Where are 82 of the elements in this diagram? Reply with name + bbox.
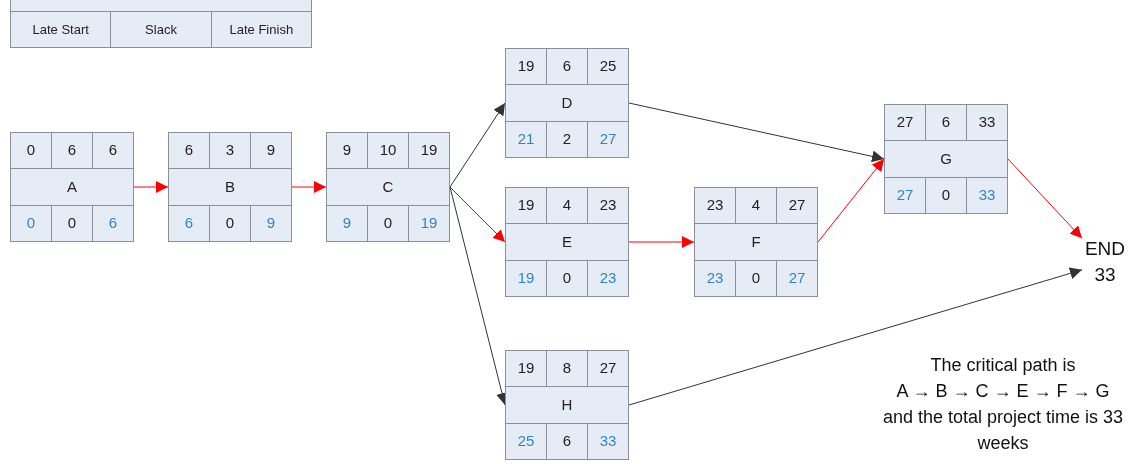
time-cell-text: 25 bbox=[598, 56, 618, 77]
activity-box bbox=[505, 350, 629, 460]
key-table bbox=[10, 0, 312, 48]
time-cell: 0 bbox=[547, 260, 588, 296]
time-cell-text: 19 bbox=[419, 213, 439, 234]
time-cell: 23 bbox=[695, 260, 736, 296]
time-cell-text: 33 bbox=[598, 431, 618, 452]
activity-label: D bbox=[506, 84, 628, 122]
time-cell-text: 27 bbox=[787, 268, 807, 289]
activity-label: B bbox=[169, 168, 291, 206]
time-cell-text: 23 bbox=[598, 268, 618, 289]
activity-box bbox=[694, 187, 818, 297]
time-cell: 0 bbox=[368, 205, 409, 241]
time-cell: 0 bbox=[11, 205, 52, 241]
time-cell: 8 bbox=[547, 351, 588, 387]
time-cell: 10 bbox=[368, 133, 409, 169]
time-cell: 0 bbox=[52, 205, 93, 241]
activity-box bbox=[884, 104, 1008, 214]
arrow bbox=[628, 267, 1083, 406]
time-cell: 23 bbox=[695, 188, 736, 224]
time-cell: 19 bbox=[506, 260, 547, 296]
activity-label: A bbox=[11, 168, 133, 206]
time-cell: 0 bbox=[210, 205, 251, 241]
time-cell: 19 bbox=[506, 188, 547, 224]
activity-box bbox=[505, 48, 629, 158]
activity-label: E bbox=[506, 223, 628, 261]
time-cell-text: 23 bbox=[598, 195, 618, 216]
time-cell-text: 9 bbox=[265, 140, 277, 161]
arrow bbox=[817, 158, 885, 243]
activity-box bbox=[168, 132, 292, 242]
time-cell: 0 bbox=[736, 260, 777, 296]
time-cell-text: 19 bbox=[419, 140, 439, 161]
arrow bbox=[291, 181, 327, 193]
key-cell: Late Start bbox=[11, 12, 112, 47]
arrow bbox=[1007, 158, 1083, 239]
time-cell: 4 bbox=[547, 188, 588, 224]
arrow bbox=[449, 102, 506, 188]
activity-label: H bbox=[506, 386, 628, 424]
activity-label: G bbox=[885, 140, 1007, 178]
time-cell-text: 6 bbox=[107, 140, 119, 161]
time-cell: 27 bbox=[885, 177, 926, 213]
arrow bbox=[133, 181, 169, 193]
time-cell: 0 bbox=[926, 177, 967, 213]
time-cell: 21 bbox=[506, 121, 547, 157]
time-cell-text: 9 bbox=[265, 213, 277, 234]
time-cell: 19 bbox=[506, 49, 547, 85]
note-text: The critical path is bbox=[930, 354, 1076, 377]
time-cell: 27 bbox=[885, 105, 926, 141]
time-cell: 6 bbox=[547, 423, 588, 459]
time-cell: 9 bbox=[327, 205, 368, 241]
time-cell: 19 bbox=[506, 351, 547, 387]
arrow bbox=[628, 102, 885, 163]
end-label: END bbox=[1084, 237, 1126, 261]
activity-label: C bbox=[327, 168, 449, 206]
activity-box bbox=[505, 187, 629, 297]
arrow bbox=[449, 186, 506, 243]
time-cell: 4 bbox=[736, 188, 777, 224]
key-cell-text: Late Finish bbox=[228, 20, 295, 39]
activity-label: F bbox=[695, 223, 817, 261]
time-cell: 2 bbox=[547, 121, 588, 157]
key-cell: Slack bbox=[111, 12, 212, 47]
activity-box bbox=[326, 132, 450, 242]
time-cell: 6 bbox=[926, 105, 967, 141]
time-cell: 6 bbox=[52, 133, 93, 169]
time-cell-text: 33 bbox=[977, 112, 997, 133]
time-cell: 6 bbox=[169, 205, 210, 241]
time-cell-text: 27 bbox=[598, 129, 618, 150]
note-text: and the total project time is 33 weeks bbox=[881, 406, 1125, 455]
time-cell-text: 27 bbox=[598, 358, 618, 379]
time-cell-text: 33 bbox=[977, 185, 997, 206]
time-cell: 3 bbox=[210, 133, 251, 169]
time-cell: 9 bbox=[327, 133, 368, 169]
end-label: 33 bbox=[1094, 263, 1116, 287]
time-cell: 25 bbox=[506, 423, 547, 459]
time-cell-text: 27 bbox=[787, 195, 807, 216]
activity-box bbox=[10, 132, 134, 242]
time-cell-text: 6 bbox=[107, 213, 119, 234]
arrow bbox=[628, 236, 695, 248]
time-cell: 6 bbox=[169, 133, 210, 169]
time-cell: 0 bbox=[11, 133, 52, 169]
note-text: A → B → C → E → F → G bbox=[896, 380, 1110, 403]
time-cell: 6 bbox=[547, 49, 588, 85]
